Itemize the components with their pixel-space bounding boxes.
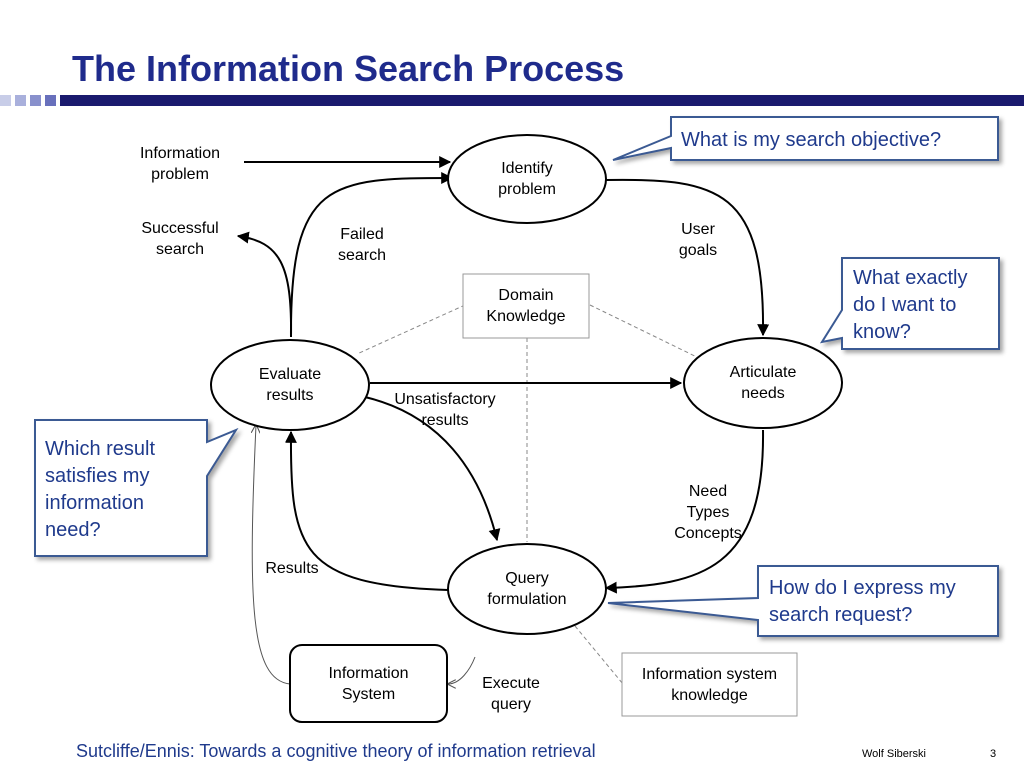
domain-knowledge-node: Domain Knowledge (486, 287, 566, 325)
query-ellipse (447, 543, 607, 635)
page-number: 3 (990, 748, 997, 760)
thin-arrows (252, 425, 476, 685)
rule-square (45, 95, 56, 106)
execute-query-label: Execute query (482, 675, 540, 713)
articulate-needs-node: Articulate needs (729, 364, 797, 402)
callout-objective-shape (612, 116, 999, 161)
system-knowledge-node: Information system knowledge (641, 665, 778, 704)
information-system-node: Information System (328, 664, 409, 703)
callout-satisfies-shape (34, 419, 239, 557)
arrow-evaluate-to-query (364, 396, 501, 542)
evaluate-ellipse (210, 339, 370, 431)
dashed-links (356, 304, 704, 685)
rule-square (15, 95, 26, 106)
unsatisfactory-results-label: Unsatisfactory results (394, 391, 496, 429)
callout-want-shape (819, 257, 1000, 350)
arrow-articulate-to-query (604, 429, 765, 594)
domain-knowledge-box (462, 273, 590, 339)
results-label: Results (265, 560, 319, 577)
arrow-identify-to-articulate (605, 178, 770, 337)
rule-bar (60, 95, 1024, 106)
callout-shapes (34, 116, 1000, 637)
evaluate-results-node: Evaluate results (258, 366, 322, 404)
query-formulation-node: Query formulation (487, 570, 567, 608)
need-types-concepts-label: Need Types Concepts (674, 483, 742, 542)
articulate-ellipse (683, 337, 843, 429)
arrow-query-to-system (448, 656, 476, 684)
arrow-evaluate-to-identify (289, 172, 454, 338)
system-knowledge-box (621, 652, 798, 717)
callout-express-request: How do I express my search request? (769, 577, 956, 626)
callout-express-shape (607, 565, 999, 637)
flow-arrows (236, 156, 770, 594)
user-goals-label: User goals (678, 221, 718, 259)
footer-author: Wolf Siberski (862, 748, 926, 760)
callout-objective: What is my search objective? (681, 129, 942, 151)
arrow-evaluate-to-success (236, 231, 293, 338)
arrow-query-to-evaluate (284, 430, 449, 591)
process-ellipses (210, 134, 843, 635)
failed-search-label: Failed search (337, 226, 387, 264)
callout-want-to-know: What exactly do I want to know? (853, 267, 968, 343)
dashed-link-query-systemknowledge (574, 625, 624, 685)
slide-title: The Information Search Process (72, 48, 625, 89)
rule-square (30, 95, 41, 106)
callout-satisfies-need: Which result satisfies my information ne… (45, 438, 156, 541)
identify-problem-node: Identify problem (498, 160, 556, 198)
successful-search-label: Successful search (141, 220, 219, 258)
identify-ellipse (447, 134, 607, 224)
footer-reference: Sutcliffe/Ennis: Towards a cognitive the… (76, 741, 596, 761)
information-system-box (289, 644, 448, 723)
information-problem-label: Information problem (139, 145, 221, 183)
dashed-link-domain-evaluate (356, 304, 466, 355)
arrow-system-to-evaluate (252, 425, 291, 685)
rule-square (0, 95, 11, 106)
